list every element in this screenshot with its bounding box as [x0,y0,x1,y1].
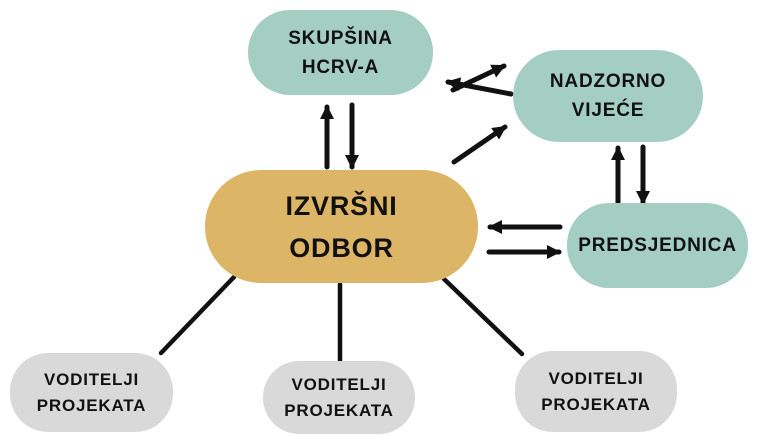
node-skupstina-label-line1: SKUPŠINA [288,27,393,49]
node-voditelji-1-label-line2: PROJEKATA [36,395,147,415]
edge-izvrsni-to-nadzorno-arrow [451,124,508,165]
node-voditelji-projekata-2: VODITELJI PROJEKATA [263,361,415,434]
node-izvrsni-label-line2: ODBOR [289,232,394,263]
node-skupstina-hcrva: SKUPŠINA HCRV-A [248,10,433,95]
node-voditelji-projekata-1: VODITELJI PROJEKATA [10,353,173,432]
node-izvrsni-odbor: IZVRŠNI ODBOR [205,170,478,283]
node-voditelji-projekata-3: VODITELJI PROJEKATA [515,351,677,432]
edge-nadzorno-to-skupstina-arrow [445,77,514,97]
node-nadzorno-label-line1: NADZORNO [549,71,667,92]
node-voditelji-2-label-line2: PROJEKATA [284,400,394,420]
edge-izvrsni-to-voditelji-1-line [158,274,237,356]
edge-skupstina-to-nadzorno-arrow [450,63,507,93]
node-voditelji-1-label-line1: VODITELJI [43,369,140,389]
node-voditelji-3-label-line1: VODITELJI [548,368,644,388]
node-izvrsni-label-line1: IZVRŠNI [285,190,398,221]
node-predsjednica-label: PREDSJEDNICA [578,234,737,256]
node-voditelji-3-label-line2: PROJEKATA [541,394,651,414]
node-predsjednica: PREDSJEDNICA [567,203,748,288]
node-voditelji-2-label-line1: VODITELJI [291,374,387,394]
node-nadzorno-label-line2: VIJEĆE [571,100,645,121]
node-nadzorno-vijece: NADZORNO VIJEĆE [513,50,703,142]
edge-izvrsni-to-voditelji-3-line [441,276,525,357]
node-skupstina-label-line2: HCRV-A [301,56,380,78]
